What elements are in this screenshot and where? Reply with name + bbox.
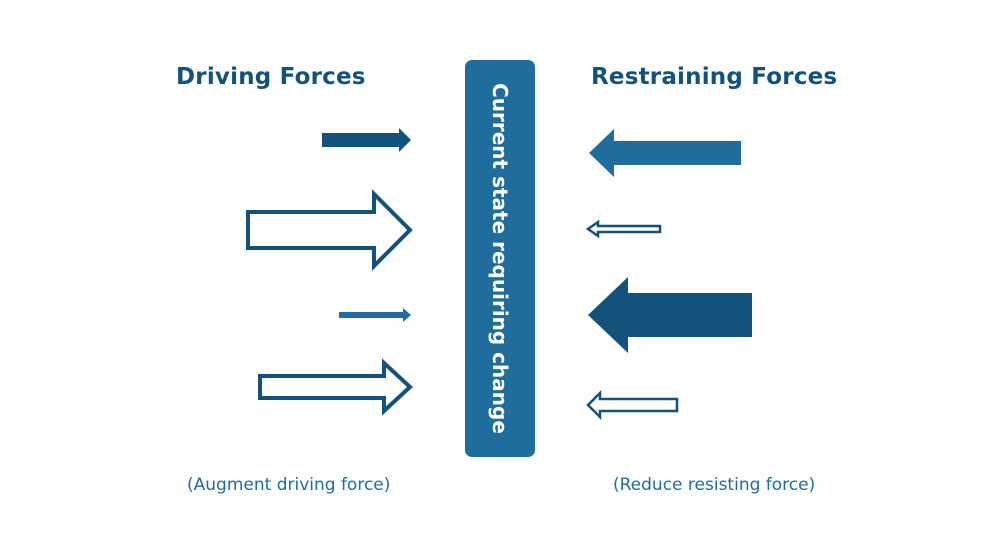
restraining-force-arrow-3-icon [588,277,752,353]
driving-force-arrow-3-icon [339,308,411,322]
driving-force-arrow-4-icon [258,358,413,416]
driving-force-arrow-1-icon [322,128,411,152]
restraining-caption: (Reduce resisting force) [613,475,816,495]
restraining-force-arrow-1-icon [589,129,741,177]
restraining-force-arrow-4-icon [586,389,679,421]
restraining-force-arrow-2-icon [585,219,662,239]
current-state-bar: Current state requiring change [465,60,535,457]
driving-force-arrow-2-icon [246,189,413,271]
restraining-forces-heading: Restraining Forces [591,64,838,90]
driving-caption: (Augment driving force) [187,475,391,495]
driving-forces-heading: Driving Forces [176,64,366,90]
